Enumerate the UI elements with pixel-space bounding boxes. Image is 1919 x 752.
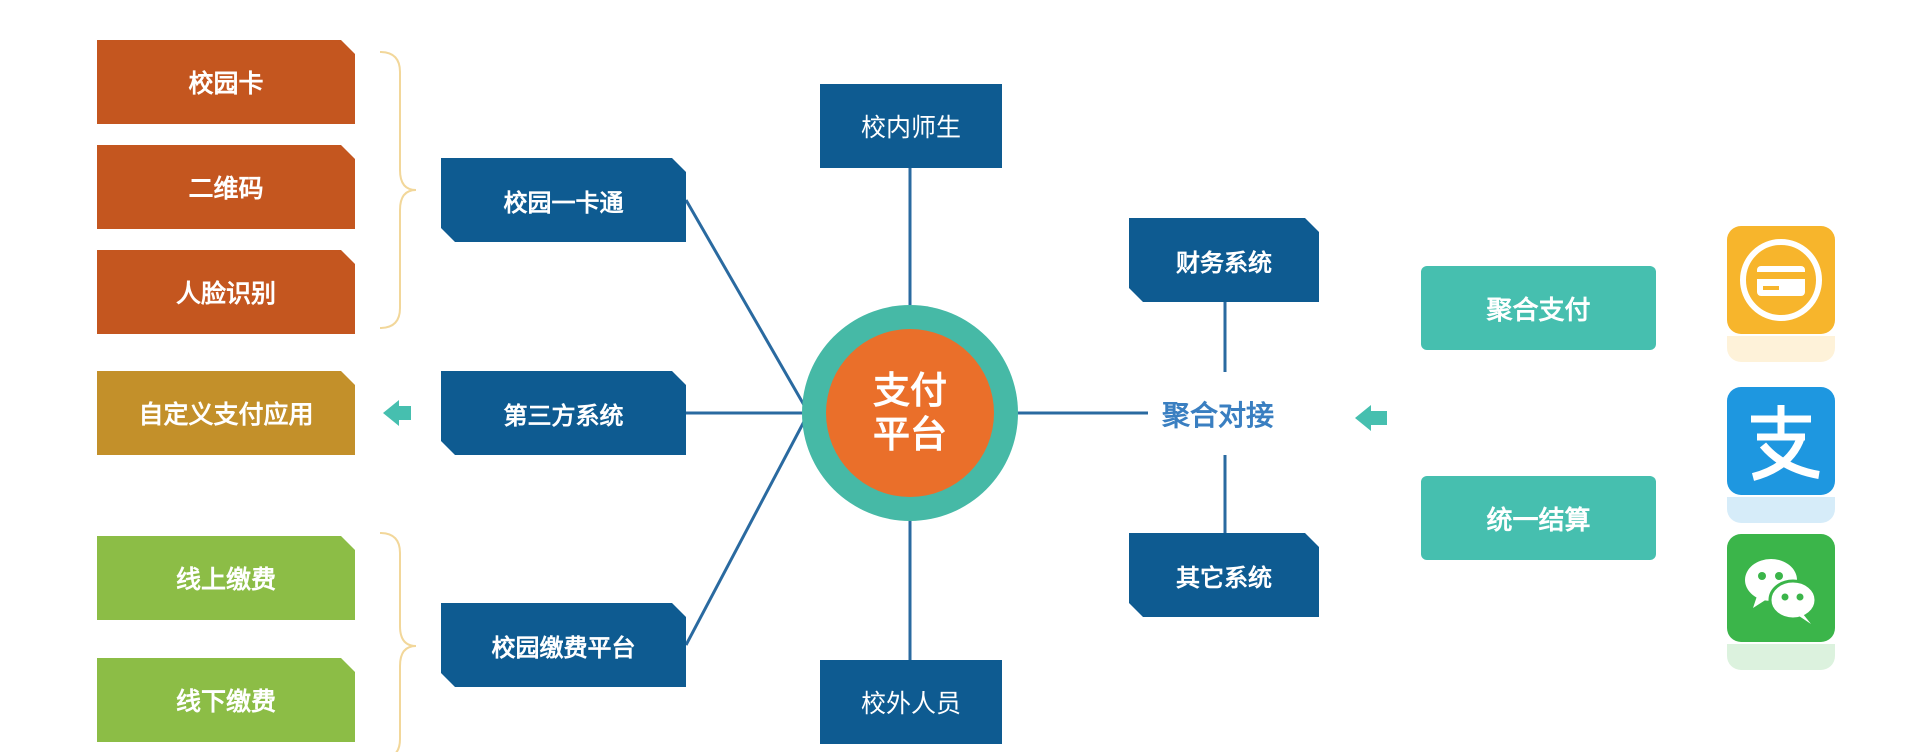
branch-third-party: 第三方系统 <box>441 371 686 455</box>
wechat-pay-icon <box>1727 534 1835 642</box>
alipay-icon <box>1727 387 1835 495</box>
bracket-card <box>379 51 417 329</box>
card-item-label: 校园卡 <box>188 69 264 98</box>
wechat-pay-icon-reflection <box>1727 644 1835 670</box>
center-label-line1: 支付 <box>873 368 947 412</box>
arrow-left-custom <box>383 400 411 426</box>
card-pay-icon-reflection <box>1727 336 1835 362</box>
card-item-label: 二维码 <box>188 174 264 203</box>
fee-item-online: 线上缴费 <box>97 536 355 620</box>
fee-item-label: 线上缴费 <box>175 565 276 594</box>
bottom-node-label: 校外人员 <box>860 689 961 718</box>
node-finance-system: 财务系统 <box>1129 218 1319 302</box>
line-card <box>684 199 810 413</box>
fee-item-label: 线下缴费 <box>175 687 276 716</box>
option-unified-settlement: 统一结算 <box>1421 476 1656 560</box>
right-node-label: 财务系统 <box>1176 248 1272 277</box>
aggregation-hub-label: 聚合对接 <box>1161 399 1274 432</box>
option-label: 聚合支付 <box>1486 295 1591 326</box>
card-item-label: 人脸识别 <box>175 279 276 308</box>
right-node-label: 其它系统 <box>1176 563 1272 592</box>
node-other-system: 其它系统 <box>1129 533 1319 617</box>
branch-campus-card: 校园一卡通 <box>441 158 686 242</box>
custom-app-label: 自定义支付应用 <box>138 400 314 429</box>
branch-fee-platform: 校园缴费平台 <box>441 603 686 687</box>
fee-item-offline: 线下缴费 <box>97 658 355 742</box>
branch-label: 第三方系统 <box>503 401 624 430</box>
branch-label: 校园一卡通 <box>503 188 624 217</box>
card-pay-icon <box>1727 226 1835 334</box>
branch-label: 校园缴费平台 <box>491 633 636 662</box>
top-node-label: 校内师生 <box>860 113 961 142</box>
alipay-icon-reflection <box>1727 497 1835 523</box>
option-label: 统一结算 <box>1486 505 1591 536</box>
center-label-line2: 平台 <box>873 413 947 456</box>
line-fee <box>684 413 810 646</box>
custom-payment-app: 自定义支付应用 <box>97 371 355 455</box>
node-external-people: 校外人员 <box>820 660 1002 744</box>
card-item-face-recognition: 人脸识别 <box>97 250 355 334</box>
card-item-campus-card: 校园卡 <box>97 40 355 124</box>
card-item-qrcode: 二维码 <box>97 145 355 229</box>
center-payment-platform: 支付 平台 <box>826 329 994 497</box>
bracket-fee <box>379 532 417 752</box>
option-aggregated-payment: 聚合支付 <box>1421 266 1656 350</box>
arrow-left-hub <box>1355 405 1387 431</box>
node-campus-members: 校内师生 <box>820 84 1002 168</box>
